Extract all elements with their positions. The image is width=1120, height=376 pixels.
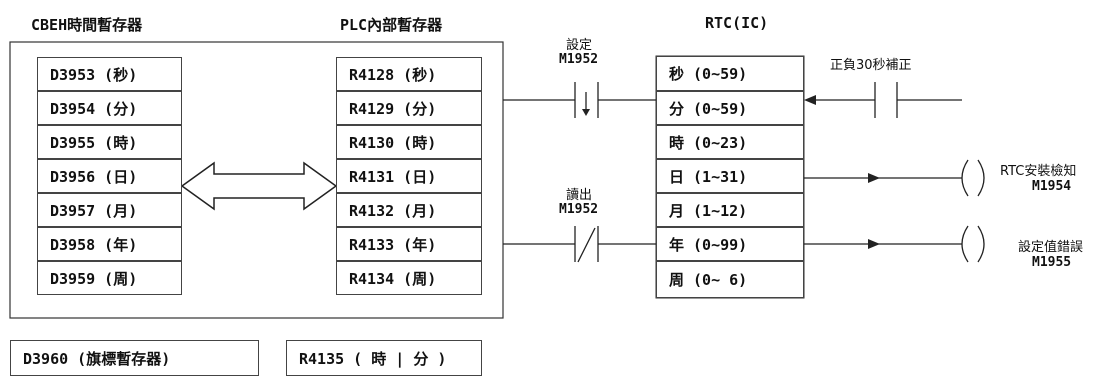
- rtc-field-cell: 秒 (0~59): [656, 56, 804, 91]
- flag-register-cell: D3960 (旗標暫存器): [10, 340, 259, 376]
- rtc-field-cell: 時 (0~23): [656, 125, 804, 159]
- adjust-contact-symbol: [812, 82, 962, 118]
- plc-register-cell: R4133 (年): [336, 227, 482, 261]
- arrow-right-icon: [868, 173, 880, 183]
- setting-error-coil-symbol: [804, 225, 985, 263]
- plc-register-cell: R4128 (秒): [336, 57, 482, 91]
- read-contact-id: M1952: [559, 202, 599, 217]
- arrow-right-icon: [868, 239, 880, 249]
- double-arrow-icon: [180, 161, 338, 211]
- rtc-install-id: M1954: [1032, 179, 1072, 194]
- set-contact-symbol: [503, 82, 656, 118]
- cbeh-register-cell: D3956 (日): [37, 159, 182, 193]
- cbeh-register-cell: D3953 (秒): [37, 57, 182, 91]
- cbeh-register-cell: D3958 (年): [37, 227, 182, 261]
- set-contact-title: 設定: [566, 38, 593, 53]
- rtc-install-coil-symbol: [804, 159, 985, 197]
- arrow-down-icon: [582, 109, 590, 116]
- rtc-header: RTC(IC): [705, 14, 769, 32]
- read-contact-symbol: [503, 226, 656, 263]
- cbeh-header: CBEH時間暫存器: [31, 16, 143, 34]
- outer-register-frame: [9, 41, 504, 319]
- cbeh-register-cell: D3957 (月): [37, 193, 182, 227]
- rtc-install-title: RTC安裝檢知: [1000, 164, 1077, 179]
- plc-register-cell: R4130 (時): [336, 125, 482, 159]
- time-register-cell: R4135 ( 時 | 分 ): [286, 340, 482, 376]
- rtc-field-cell: 年 (0~99): [656, 227, 804, 261]
- rtc-field-cell: 日 (1~31): [656, 159, 804, 193]
- plc-header: PLC內部暫存器: [340, 16, 443, 34]
- plc-register-cell: R4132 (月): [336, 193, 482, 227]
- read-contact-title: 讀出: [566, 188, 593, 203]
- setting-error-id: M1955: [1032, 255, 1072, 270]
- plc-register-cell: R4129 (分): [336, 91, 482, 125]
- plc-register-cell: R4131 (日): [336, 159, 482, 193]
- plc-register-cell: R4134 (周): [336, 261, 482, 295]
- rtc-field-cell: 月 (1~12): [656, 193, 804, 227]
- setting-error-title: 設定值錯誤: [1018, 240, 1084, 255]
- adjust-contact-title: 正負30秒補正: [830, 58, 912, 73]
- arrow-left-icon: [804, 95, 816, 105]
- set-contact-id: M1952: [559, 52, 599, 67]
- rtc-field-cell: 分 (0~59): [656, 91, 804, 125]
- cbeh-register-cell: D3955 (時): [37, 125, 182, 159]
- cbeh-register-cell: D3959 (周): [37, 261, 182, 295]
- cbeh-register-cell: D3954 (分): [37, 91, 182, 125]
- rtc-field-cell: 周 (0~ 6): [656, 261, 804, 298]
